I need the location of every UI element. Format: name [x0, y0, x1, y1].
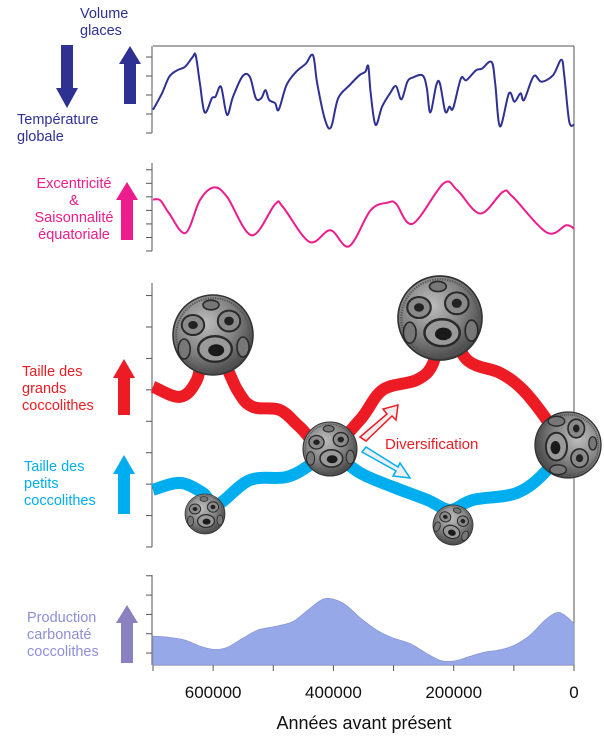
production-up-arrow-icon [116, 605, 138, 663]
coccolith-medium-image [303, 422, 357, 476]
coccolith-small-image [185, 494, 225, 534]
label-line: carbonaté [27, 627, 92, 643]
label-line: glaces [80, 23, 122, 39]
label-line: Saisonnalité [34, 210, 114, 226]
label-line: globale [17, 129, 64, 145]
temperature-down-arrow-icon [56, 45, 78, 108]
eccentricity-up-arrow-icon [116, 182, 138, 240]
ice-volume-series-0-line [152, 52, 575, 130]
coccolith-right-image [535, 412, 601, 478]
label-line: coccolithes [24, 493, 96, 509]
x-tick-label: 0 [569, 683, 578, 702]
diversification-label: Diversification [385, 436, 478, 453]
small-coccoliths-label: Taille des petits coccolithes [24, 459, 96, 510]
label-line: Température [17, 112, 99, 128]
ice-volume-label: Volume glaces [80, 6, 128, 40]
diversification-up-arrow-icon [358, 403, 399, 442]
label-line: & [69, 193, 79, 209]
carbonate-production-area [152, 597, 575, 666]
large-coccoliths-up-arrow-icon [113, 359, 135, 415]
coccolith-large-image [398, 276, 482, 360]
label-line: Taille des [22, 364, 83, 380]
label-line: coccolithes [22, 398, 94, 414]
large-coccoliths-label: Taille des grands coccolithes [22, 364, 94, 415]
label-line: petits [24, 476, 59, 492]
label-line: Excentricité [36, 176, 112, 192]
eccentricity-label: Excentricité & Saisonnalité équatoriale [22, 176, 126, 244]
label-line: Taille des [24, 459, 85, 475]
coccolith-large-image [173, 295, 253, 375]
ice-volume-up-arrow-icon [119, 46, 141, 104]
label-line: équatoriale [38, 227, 110, 243]
label-line: coccolithes [27, 644, 99, 660]
x-axis-label: Années avant présent [276, 713, 451, 733]
small-coccoliths-up-arrow-icon [113, 455, 135, 514]
x-tick-label: 600000 [185, 683, 242, 702]
label-line: Volume [80, 6, 129, 22]
x-tick-label: 200000 [425, 683, 482, 702]
eccentricity-series-0-line [152, 180, 575, 248]
diversification-down-arrow-icon [360, 446, 412, 479]
temperature-label: Température globale [17, 112, 98, 146]
label-line: Production [27, 610, 97, 626]
x-tick-label: 400000 [305, 683, 362, 702]
label-line: grands [22, 381, 67, 397]
axes-layer: 600000 400000 200000 0 [146, 45, 579, 702]
production-label: Production carbonaté coccolithes [27, 610, 99, 661]
